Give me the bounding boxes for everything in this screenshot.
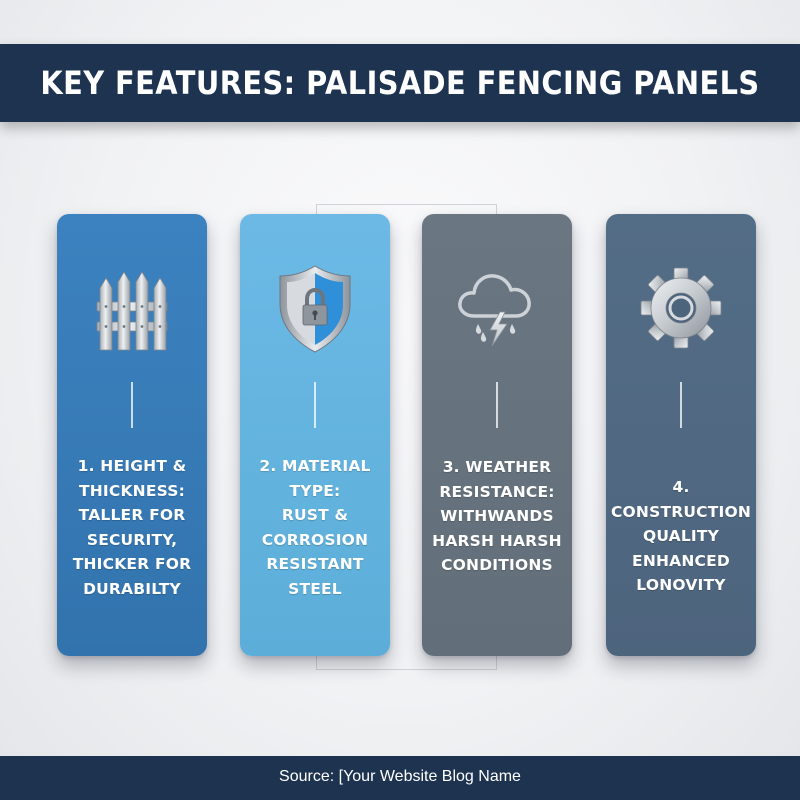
card-divider <box>680 382 682 428</box>
feature-text: 4. CONSTRUCTION QUALITY ENHANCED LONOVIT… <box>610 478 752 594</box>
source-credit: Source: [Your Website Blog Name <box>279 768 521 785</box>
feature-text: 2. MATERIAL TYPE: RUST & CORROSION RESIS… <box>259 457 371 598</box>
card-divider <box>314 382 316 428</box>
feature-card-height-thickness: 1. HEIGHT & THICKNESS: TALLER FOR SECURI… <box>57 214 207 656</box>
feature-text: 1. HEIGHT & THICKNESS: TALLER FOR SECURI… <box>72 457 192 598</box>
title-banner: KEY FEATURES: PALISADE FENCING PANELS <box>0 44 800 122</box>
card-divider <box>496 382 498 428</box>
feature-card-construction-quality: 4. CONSTRUCTION QUALITY ENHANCED LONOVIT… <box>606 214 756 656</box>
feature-card-weather-resistance: 3. WEATHER RESISTANCE: WITHWANDS HARSH H… <box>422 214 572 656</box>
feature-card-material-type: 2. MATERIAL TYPE: RUST & CORROSION RESIS… <box>240 214 390 656</box>
feature-text: 3. WEATHER RESISTANCE: WITHWANDS HARSH H… <box>432 458 562 574</box>
footer-bar: Source: [Your Website Blog Name <box>0 756 800 800</box>
page-title: KEY FEATURES: PALISADE FENCING PANELS <box>40 64 760 102</box>
fence-icon <box>87 260 177 356</box>
gear-icon <box>636 260 726 356</box>
storm-cloud-icon <box>452 260 542 356</box>
card-divider <box>131 382 133 428</box>
shield-lock-icon <box>270 260 360 356</box>
